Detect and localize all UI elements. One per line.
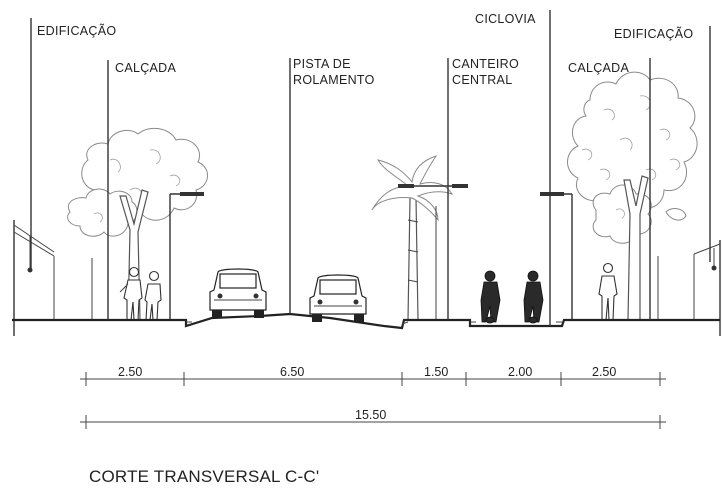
dimension-median: 1.50 [424,365,448,379]
street-lamp-right [540,192,573,320]
cyclist-2 [523,270,544,324]
pedestrians-left [119,266,162,321]
tree-left-sidewalk [67,127,208,321]
ground-profile [12,312,720,330]
dimension-total-width: 15.50 [355,408,386,422]
label-calcada-right: CALÇADA [568,61,630,75]
street-lamp-median [398,184,468,188]
dimension-row-total [80,415,666,429]
dimension-row-segments [80,372,666,386]
drawing-caption: CORTE TRANSVERSAL C-C' [89,467,319,486]
label-canteiro-line2: CENTRAL [452,73,512,87]
label-pista-line2: ROLAMENTO [293,73,375,87]
label-pista-line1: PISTA DE [293,57,351,71]
pedestrian-right [598,262,618,321]
dimension-sidewalk-left: 2.50 [118,365,142,379]
dimension-roadway: 6.50 [280,365,304,379]
car-left [209,268,267,318]
left-building [13,220,55,336]
label-ciclovia: CICLOVIA [475,12,536,26]
street-lamp-left [169,192,204,320]
dimension-sidewalk-right: 2.50 [592,365,616,379]
tree-right-sidewalk [567,71,698,321]
label-calcada-left: CALÇADA [115,61,177,75]
label-edificacao-right: EDIFICAÇÃO [614,27,693,41]
curb-detail [186,321,562,325]
dimension-bike-lane: 2.00 [508,365,532,379]
cyclist-1 [480,270,501,324]
palm-tree-median [371,155,454,321]
car-right [309,274,367,322]
label-canteiro-line1: CANTEIRO [452,57,519,71]
label-edificacao-left: EDIFICAÇÃO [37,24,116,38]
label-leader-lines [30,10,711,326]
